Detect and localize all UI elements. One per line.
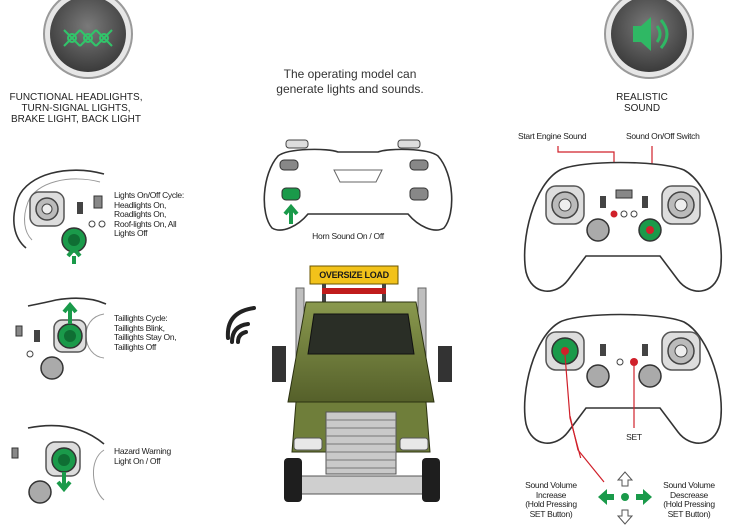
volume-decrease-line: Sound Volume	[663, 480, 715, 490]
volume-increase-line: (Hold Pressing	[525, 499, 577, 509]
lights-cycle-text: Lights On/Off Cycle: Headlights On, Road…	[114, 190, 214, 239]
gamepad-sound-switch	[523, 146, 722, 292]
set-label: SET	[626, 432, 642, 442]
taillights-text: Taillights Cycle: Taillights Blink, Tail…	[114, 313, 214, 352]
right-header-line: SOUND	[623, 103, 661, 114]
intro-text: The operating model can generate lights …	[255, 67, 445, 97]
lights-cycle-line: Roof-lights On, All	[114, 218, 177, 229]
hazard-line: Hazard Warning	[114, 446, 171, 456]
volume-decrease-text: Sound Volume Descrease (Hold Pressing SE…	[656, 480, 722, 519]
left-header: FUNCTIONAL HEADLIGHTS, TURN-SIGNAL LIGHT…	[0, 92, 152, 125]
volume-leader-lines	[569, 416, 605, 483]
lights-cycle-line: Lights Off	[114, 228, 148, 238]
taillights-line: Taillights Blink,	[114, 322, 165, 333]
taillights-line: Taillights Stay On,	[114, 332, 177, 342]
hazard-text: Hazard Warning Light On / Off	[114, 446, 214, 466]
volume-increase-line: Increase	[535, 489, 567, 500]
direction-arrows	[598, 471, 652, 525]
taillights-line: Taillights Cycle:	[114, 313, 168, 323]
left-header-line: FUNCTIONAL HEADLIGHTS,	[9, 92, 143, 103]
gamepad-horn	[263, 139, 453, 231]
intro-line: generate lights and sounds.	[276, 82, 424, 96]
right-header: REALISTIC SOUND	[600, 92, 684, 114]
speaker-icon	[604, 0, 694, 79]
sound-badge	[603, 0, 695, 80]
volume-decrease-line: Descrease	[670, 489, 708, 500]
truck-image	[272, 265, 452, 502]
start-engine-label: Start Engine Sound	[518, 131, 587, 141]
controller-crop-lights	[13, 169, 106, 264]
left-header-line: BRAKE LIGHT, BACK LIGHT	[10, 114, 142, 125]
lights-cycle-line: Lights On/Off Cycle:	[114, 190, 184, 200]
volume-increase-line: SET Button)	[529, 508, 573, 519]
volume-decrease-line: (Hold Pressing	[663, 499, 715, 509]
volume-decrease-line: SET Button)	[667, 508, 711, 519]
gamepad-volume	[523, 313, 722, 458]
controller-crop-hazard	[11, 424, 105, 504]
hazard-line: Light On / Off	[114, 455, 161, 466]
intro-line: The operating model can	[283, 67, 417, 81]
volume-increase-line: Sound Volume	[525, 480, 577, 490]
left-header-line: TURN-SIGNAL LIGHTS,	[21, 103, 131, 114]
lights-cycle-line: Headlights On,	[114, 199, 167, 210]
volume-increase-text: Sound Volume Increase (Hold Pressing SET…	[516, 480, 586, 519]
headlights-icon	[43, 0, 133, 79]
wireless-signal-icon	[225, 306, 256, 344]
controller-crop-taillights	[15, 297, 107, 380]
truck-sign-text: OVERSIZE LOAD	[319, 270, 389, 280]
right-header-line: REALISTIC	[616, 92, 668, 103]
headlights-badge	[42, 0, 134, 80]
arrow-icon	[598, 471, 652, 525]
sound-switch-label: Sound On/Off Switch	[626, 131, 700, 141]
lights-cycle-line: Roadlights On,	[114, 209, 167, 219]
taillights-line: Taillights Off	[114, 341, 156, 352]
horn-label: Horn Sound On / Off	[312, 231, 384, 241]
